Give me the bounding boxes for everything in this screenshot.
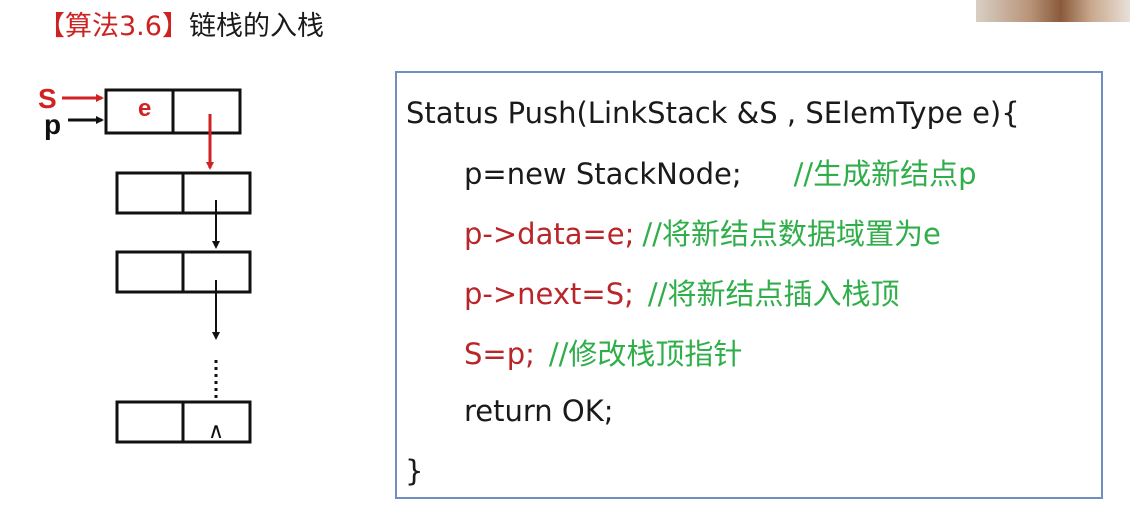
code-line-3-code: p->data=e; <box>464 217 635 251</box>
code-line-5: S=p; //修改栈顶指针 <box>464 336 742 372</box>
algorithm-name: 链栈的入栈 <box>188 11 324 42</box>
code-line-3-comment: //将新结点数据域置为e <box>642 217 941 251</box>
return-statement: return OK; <box>464 394 614 428</box>
function-signature: Status Push(LinkStack &S , SElemType e){ <box>406 96 1020 130</box>
presenter-webcam-thumbnail <box>976 0 1130 22</box>
code-line-2: p=new StackNode; //生成新结点p <box>464 156 977 192</box>
code-line-3: p->data=e;//将新结点数据域置为e <box>464 216 941 252</box>
code-line-5-comment: //修改栈顶指针 <box>548 337 743 371</box>
code-line-6: return OK; <box>464 393 614 429</box>
code-listing: Status Push(LinkStack &S , SElemType e){… <box>395 71 1103 499</box>
code-line-4-comment: //将新结点插入栈顶 <box>647 277 900 311</box>
code-line-2-comment: //生成新结点p <box>793 157 977 191</box>
code-line-7: } <box>405 453 423 489</box>
closing-brace: } <box>405 454 424 488</box>
code-line-1: Status Push(LinkStack &S , SElemType e){ <box>406 95 1020 131</box>
code-line-2-code: p=new StackNode; <box>464 157 742 191</box>
linked-stack-diagram: S p e ∧ <box>38 83 252 444</box>
null-pointer-symbol: ∧ <box>208 419 224 444</box>
pointer-label-p: p <box>44 109 61 140</box>
code-line-5-code: S=p; <box>464 337 535 371</box>
code-line-4: p->next=S; //将新结点插入栈顶 <box>464 276 899 312</box>
new-node-data: e <box>138 95 151 122</box>
algorithm-number: 【算法3.6】 <box>38 11 189 42</box>
slide-title: 【算法3.6】链栈的入栈 <box>38 4 324 43</box>
code-line-4-code: p->next=S; <box>464 277 634 311</box>
pointer-label-s: S <box>38 83 57 114</box>
